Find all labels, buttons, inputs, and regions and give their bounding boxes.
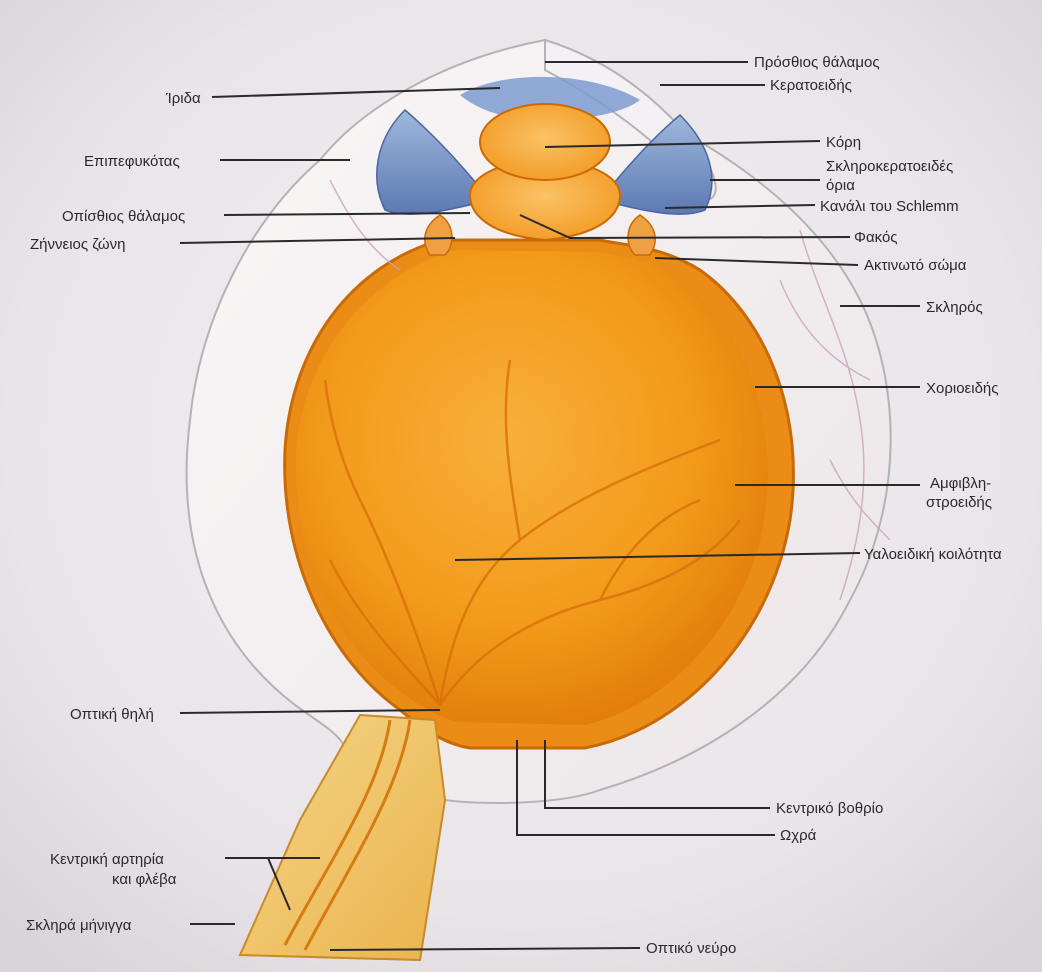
label-lens: Φακός: [854, 229, 898, 246]
label-choroid: Χοριοειδής: [926, 380, 999, 397]
label-posterior-chamber: Οπίσθιος θάλαμος: [62, 208, 185, 225]
label-fovea: Κεντρικό βοθρίο: [776, 800, 883, 817]
label-macula: Ωχρά: [780, 827, 817, 844]
label-cornea: Κερατοειδής: [770, 77, 852, 94]
label-limbus-line2: όρια: [826, 177, 855, 194]
label-schlemm-canal: Κανάλι του Schlemm: [820, 198, 959, 215]
pupil-shape: [480, 104, 610, 180]
label-vitreous: Υαλοειδική κοιλότητα: [864, 546, 1002, 563]
label-anterior-chamber: Πρόσθιος θάλαμος: [754, 54, 880, 71]
label-conjunctiva: Επιπεφυκότας: [84, 153, 180, 170]
label-retina-line2: στροειδής: [926, 494, 992, 511]
label-limbus-line1: Σκληροκερατοειδές: [826, 158, 953, 175]
label-optic-disc: Οπτική θηλή: [70, 706, 154, 723]
label-central-vessels-line2: και φλέβα: [112, 871, 177, 888]
label-iris: Ίριδα: [165, 90, 201, 107]
label-pupil: Κόρη: [826, 134, 861, 151]
label-zonule: Ζήννειος ζώνη: [30, 236, 125, 253]
label-central-vessels-line1: Κεντρική αρτηρία: [50, 851, 164, 868]
label-retina-line1: Αμφιβλη-: [930, 475, 991, 492]
label-dura: Σκληρά μήνιγγα: [26, 917, 132, 934]
vitreous-body: [296, 250, 768, 725]
label-optic-nerve: Οπτικό νεύρο: [646, 940, 736, 957]
label-sclera: Σκληρός: [926, 299, 983, 316]
label-ciliary-body: Ακτινωτό σώμα: [864, 257, 967, 274]
